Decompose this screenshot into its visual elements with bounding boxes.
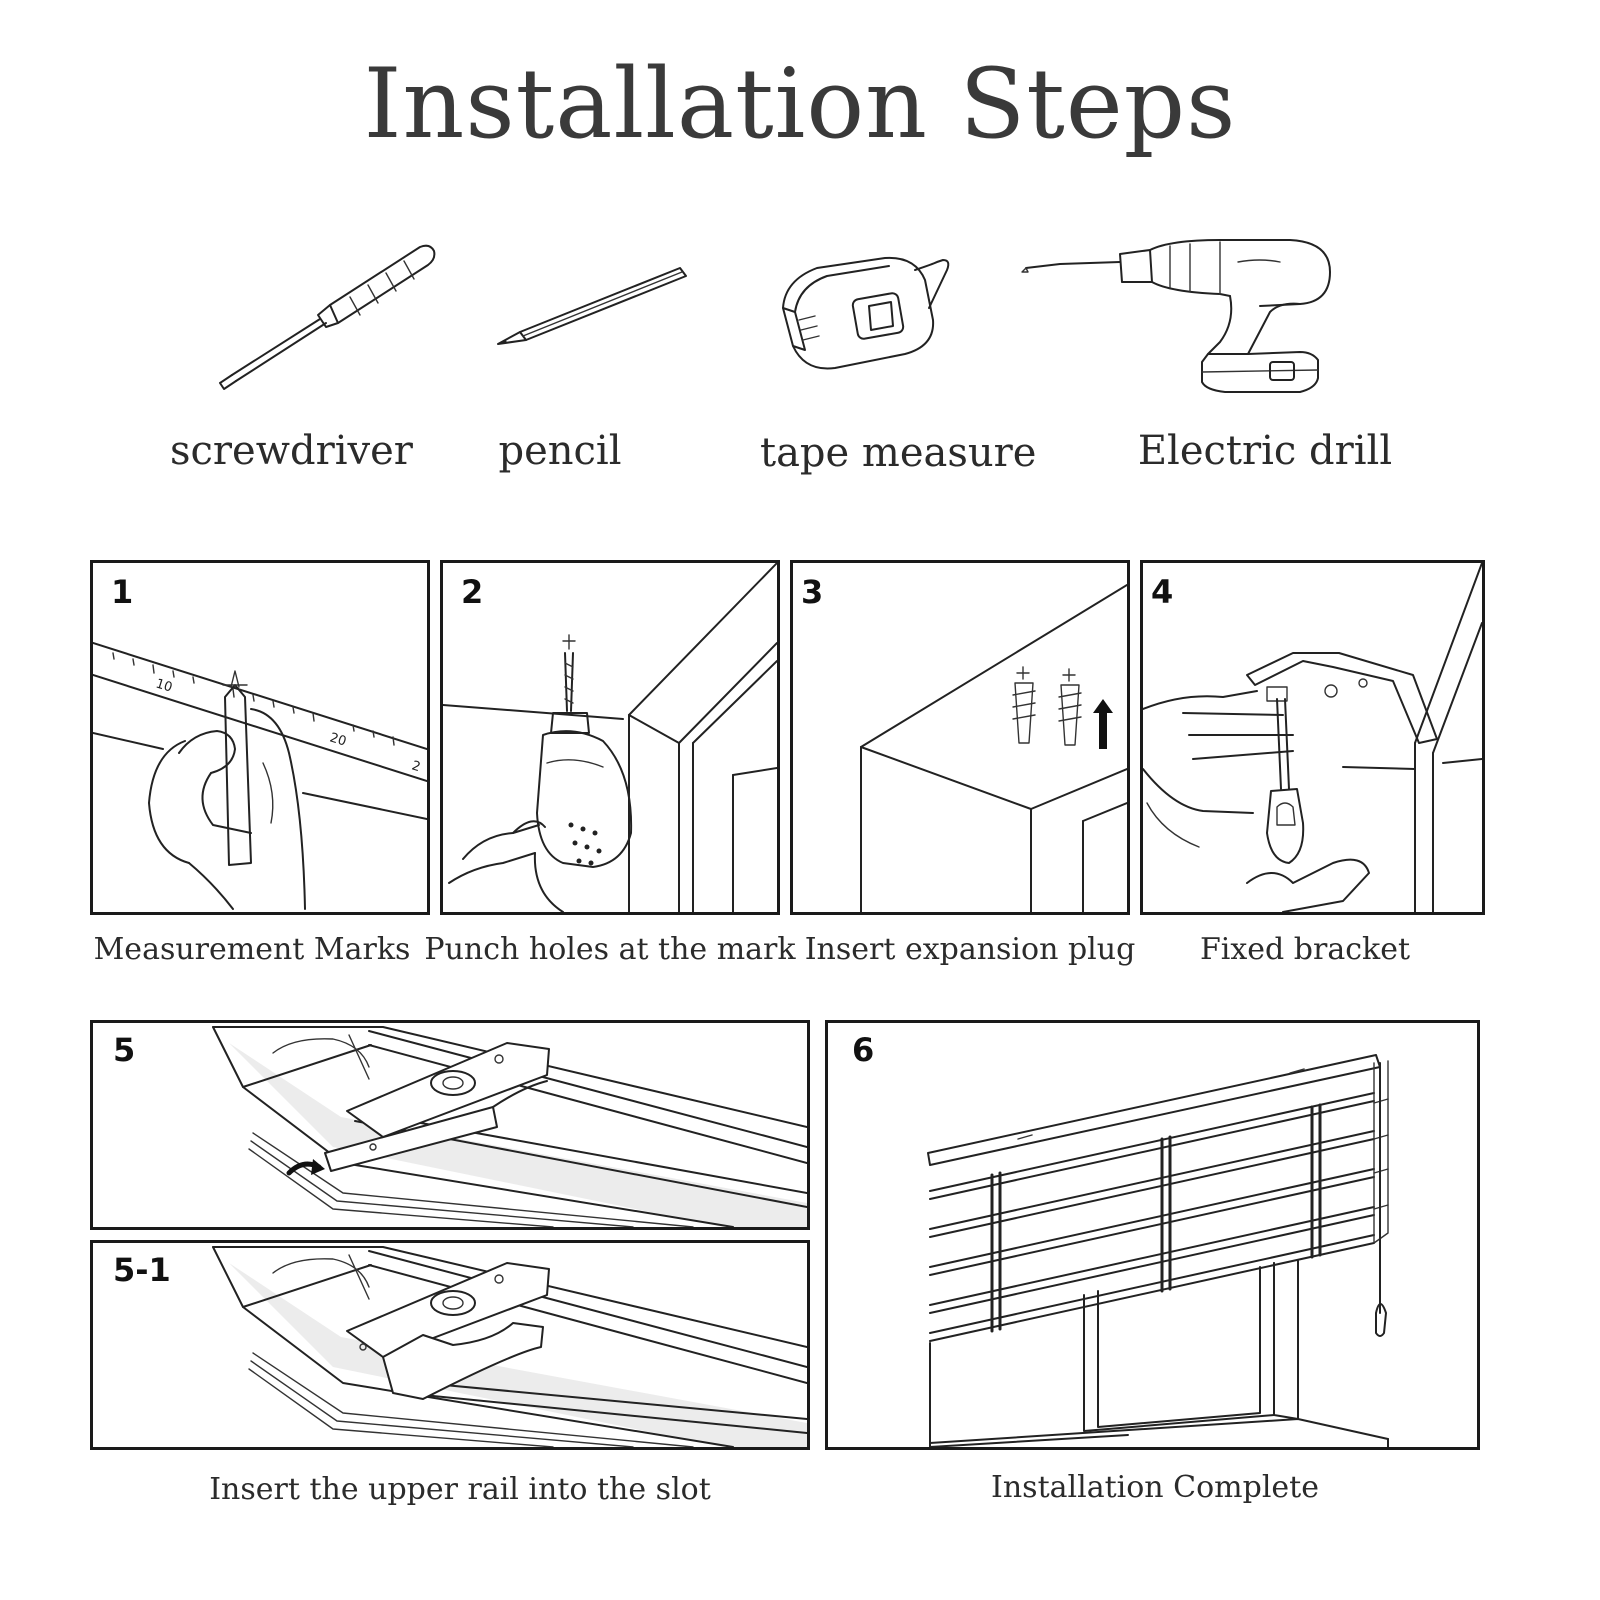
step-2-panel: 2 [440,560,780,915]
electric-drill-icon [1021,239,1331,393]
pencil-icon [497,267,687,345]
step-caption: Punch holes at the mark [424,932,796,967]
step-5-1-panel: 5-1 [90,1240,810,1450]
step-1-panel: 1 10 20 2 [90,560,430,915]
step-4-panel: 4 [1140,560,1485,915]
tool-label-tape-measure: tape measure [760,430,1037,476]
step-3-panel: 3 [790,560,1130,915]
measuring-illustration: 10 20 2 [93,642,427,910]
step-number: 5-1 [113,1251,171,1289]
drilling-illustration [443,563,777,912]
bracket-illustration [1143,563,1482,912]
step-number: 3 [801,573,824,611]
step-caption: Installation Complete [991,1470,1319,1505]
step-6-panel: 6 [825,1020,1480,1450]
tool-label-electric-drill: Electric drill [1137,428,1393,474]
step-caption: Insert expansion plug [804,932,1136,967]
tool-label-pencil: pencil [498,428,622,474]
ruler-mark: 20 [328,730,348,749]
step-number: 6 [852,1031,875,1069]
step-caption: Insert the upper rail into the slot [209,1472,711,1507]
tape-measure-icon [782,256,950,370]
step-number: 1 [111,573,134,611]
step-number: 4 [1151,573,1174,611]
expansion-plug-illustration [860,584,1127,912]
rail-inserted-illustration [212,1246,807,1447]
screwdriver-icon [219,244,436,390]
step-caption: Measurement Marks [93,932,411,967]
ruler-mark: 2 [410,758,422,775]
tool-label-screwdriver: screwdriver [170,428,413,474]
step-number: 5 [113,1031,136,1069]
ruler-mark: 10 [154,676,174,695]
step-number: 2 [461,573,484,611]
rail-slot-illustration [212,1026,807,1227]
step-5-panel: 5 [90,1020,810,1230]
installed-blind-illustration [927,1054,1389,1447]
page-title: Installation Steps [363,48,1237,160]
step-caption: Fixed bracket [1199,932,1411,967]
